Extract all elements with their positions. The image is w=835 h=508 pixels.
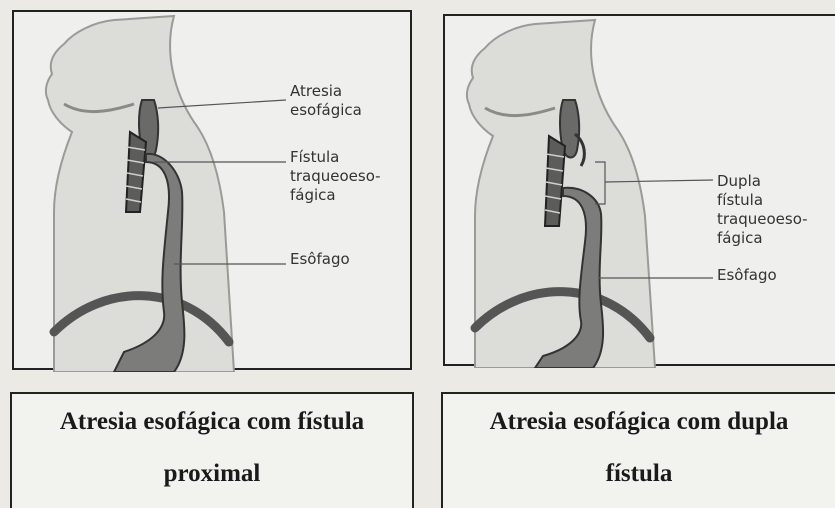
label-fistula-traqueoesofagica: Fístula traqueoeso- fágica [290, 148, 381, 205]
right-caption-line1: Atresia esofágica com dupla [443, 408, 835, 436]
left-caption-box: Atresia esofágica com fístula proximal [10, 392, 414, 508]
label-esofago: Esôfago [290, 250, 350, 269]
right-caption-box: Atresia esofágica com dupla fístula [441, 392, 835, 508]
label-esofago: Esôfago [717, 266, 777, 285]
right-illustration-panel: Dupla fístula traqueoeso- fágica Esôfago [443, 14, 835, 366]
right-caption-line2: fístula [443, 460, 835, 488]
label-atresia-esofagica: Atresia esofágica [290, 82, 362, 120]
left-caption-line2: proximal [12, 460, 412, 488]
label-dupla-fistula: Dupla fístula traqueoeso- fágica [717, 172, 808, 248]
left-caption-line1: Atresia esofágica com fístula [12, 408, 412, 436]
left-illustration-panel: Atresia esofágica Fístula traqueoeso- fá… [12, 10, 412, 370]
